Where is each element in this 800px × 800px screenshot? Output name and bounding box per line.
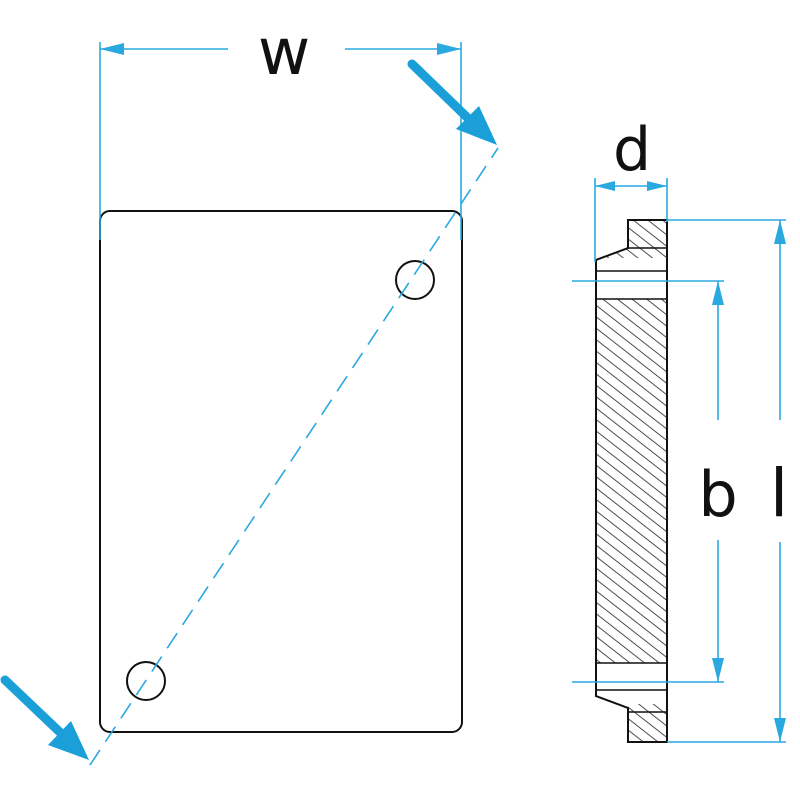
depth-label: d	[613, 115, 651, 185]
l-arrowhead-top	[774, 220, 786, 244]
b-arrowhead-bottom	[712, 658, 724, 682]
upper-flange-blank	[594, 258, 668, 299]
lower-flange-blank	[594, 663, 668, 704]
inner-height-dimension	[572, 280, 724, 683]
width-arrowhead-left	[100, 43, 124, 55]
depth-arrowhead-left	[595, 181, 615, 191]
length-dimension	[667, 219, 786, 743]
width-arrowhead-right	[437, 43, 461, 55]
width-label: w	[258, 16, 310, 90]
depth-arrowhead-right	[647, 181, 667, 191]
section-hatched-body	[596, 220, 667, 742]
section-outline	[595, 219, 668, 743]
flange-detail-lines	[596, 247, 667, 713]
front-view	[89, 147, 499, 766]
b-arrowhead-top	[712, 281, 724, 305]
length-label: l	[770, 455, 788, 532]
l-arrowhead-bottom	[774, 718, 786, 742]
plate-outline	[99, 210, 463, 733]
mounting-hole-bottom-left	[126, 661, 166, 701]
diagonal-arrow-bottom	[0, 675, 89, 760]
width-dimension	[99, 42, 462, 240]
mounting-hole-top-right	[395, 260, 435, 300]
depth-dimension	[594, 178, 668, 262]
side-section-view	[594, 219, 668, 743]
diagonal-dashed-line	[89, 147, 499, 766]
inner-height-label: b	[698, 458, 737, 531]
diagonal-arrow-top	[407, 59, 497, 145]
